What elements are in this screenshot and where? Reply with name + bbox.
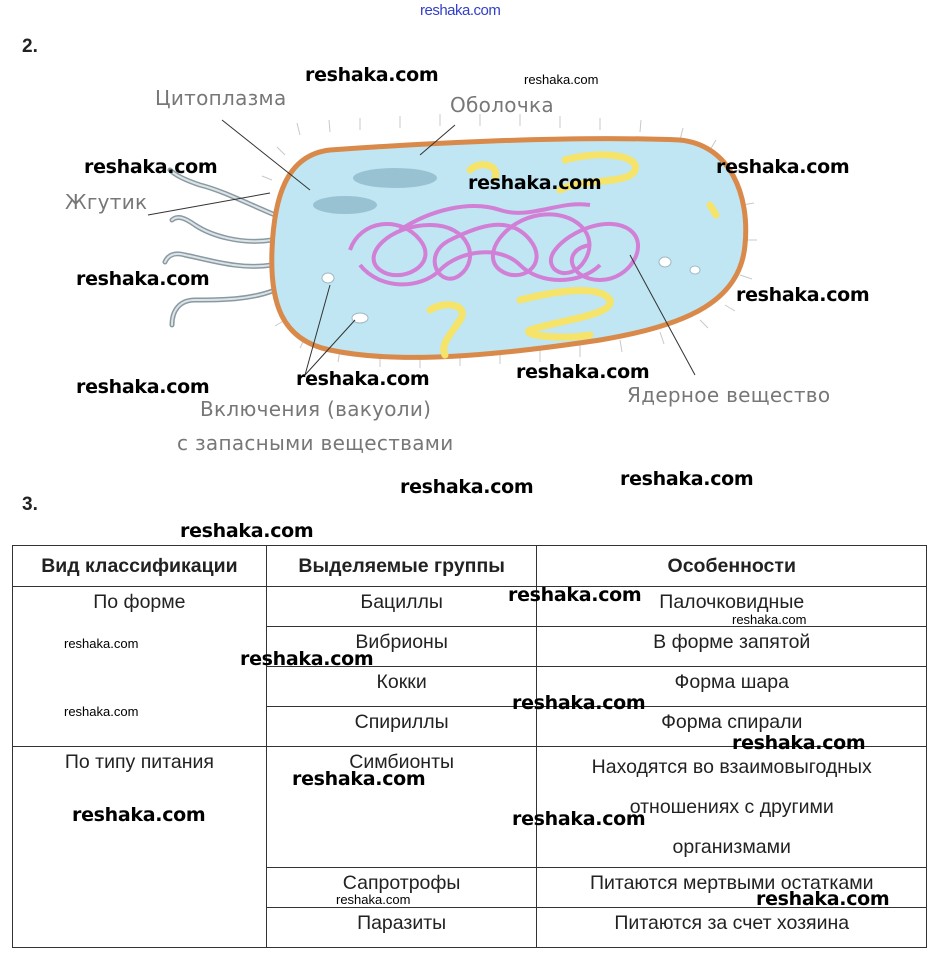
watermark: reshaka.com [508, 584, 642, 606]
watermark: reshaka.com [400, 476, 534, 498]
flagella [162, 167, 278, 328]
feature-line: организмами [672, 836, 791, 858]
cell-membrane [269, 136, 749, 360]
watermark: reshaka.com [756, 888, 890, 910]
watermark: reshaka.com [516, 361, 650, 383]
bacterium-diagram [147, 114, 757, 376]
label-flagellum: Жгутик [65, 190, 148, 214]
watermark: reshaka.com [732, 732, 866, 754]
watermark: reshaka.com [64, 704, 139, 719]
watermark: reshaka.com [468, 172, 602, 194]
table-row: По типу питания Симбионты Находятся во в… [12, 746, 927, 948]
group-cell: Спириллы [265, 706, 538, 747]
watermark: reshaka.com [305, 64, 439, 86]
classification-table: Вид классификации Выделяемые группы Особ… [12, 545, 927, 948]
watermark: reshaka.com [716, 156, 850, 178]
header-features: Особенности [536, 545, 927, 587]
task-2-number: 2. [22, 36, 38, 57]
table-row: Кокки Форма шара [13, 666, 927, 707]
watermark: reshaka.com [732, 612, 807, 627]
table-row: Сапротрофы Питаются мертвыми остатками [13, 867, 927, 908]
label-membrane: Оболочка [450, 93, 554, 117]
watermark: reshaka.com [620, 468, 754, 490]
yellow-inclusions [426, 151, 720, 359]
feature-line: отношениях с другими [629, 796, 834, 818]
watermark: reshaka.com [296, 368, 430, 390]
group-cell: Симбионты [265, 746, 538, 868]
table-header-row: Вид классификации Выделяемые группы Особ… [12, 545, 927, 587]
pili [261, 114, 757, 368]
feature-cell: Питаются мертвыми остатками [536, 867, 927, 908]
watermark: reshaka.com [736, 284, 870, 306]
feature-line: Находятся во взаимовыгодных [591, 756, 872, 778]
table-row: Вибрионы В форме запятой [13, 626, 927, 667]
watermark: reshaka.com [292, 768, 426, 790]
feature-cell: Питаются за счет хозяина [536, 907, 927, 948]
header-groups: Выделяемые группы [265, 545, 538, 587]
nucleoid [348, 202, 641, 287]
feature-cell: Форма шара [536, 666, 927, 707]
watermark: reshaka.com [76, 376, 210, 398]
header-classification-type: Вид классификации [12, 545, 267, 587]
watermark: reshaka.com [84, 156, 218, 178]
task-3-number: 3. [22, 494, 38, 515]
label-cytoplasm: Цитоплазма [155, 86, 287, 110]
watermark: reshaka.com [180, 520, 314, 542]
group-cell: Вибрионы [265, 626, 538, 667]
label-inclusions-line2: с запасными веществами [177, 431, 454, 455]
watermark: reshaka.com [512, 808, 646, 830]
watermark-top: reshaka.com [420, 2, 501, 19]
table-row: Спириллы Форма спирали [13, 706, 927, 747]
watermark: reshaka.com [240, 648, 374, 670]
watermark: reshaka.com [336, 892, 411, 907]
label-nuclear-substance: Ядерное вещество [627, 383, 831, 407]
group-cell: Паразиты [265, 907, 538, 948]
group-cell: Кокки [265, 666, 538, 707]
feature-cell: Форма спирали [536, 706, 927, 747]
label-inclusions-line1: Включения (вакуоли) [200, 397, 432, 421]
classification-type-cell: По типу питания [12, 746, 267, 948]
leader-lines [147, 119, 696, 376]
watermark: reshaka.com [76, 268, 210, 290]
table-row: Паразиты Питаются за счет хозяина [13, 907, 927, 948]
feature-cell: В форме запятой [536, 626, 927, 667]
feature-cell: Палочковидные [536, 586, 927, 627]
classification-type-cell: По форме [12, 586, 267, 747]
group-cell: Бациллы [265, 586, 538, 627]
watermark: reshaka.com [524, 72, 599, 87]
watermark: reshaka.com [72, 804, 206, 826]
watermark: reshaka.com [512, 692, 646, 714]
feature-cell: Находятся во взаимовыгодных отношениях с… [536, 746, 927, 868]
watermark: reshaka.com [64, 636, 139, 651]
table-row: По форме Бациллы Палочковидные [12, 586, 927, 747]
